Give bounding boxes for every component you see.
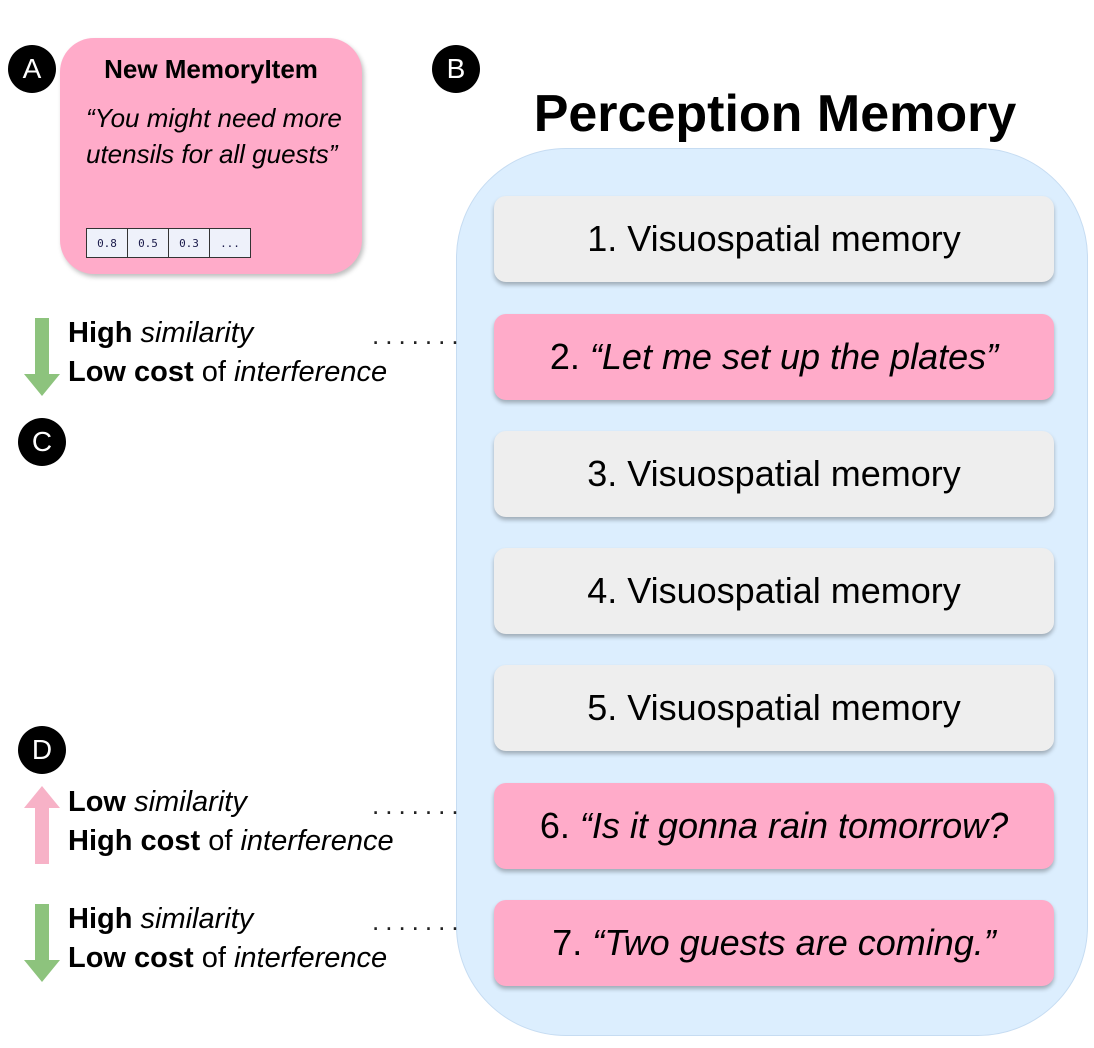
cost-word: interference: [240, 825, 394, 857]
memory-item-2: 2. “Let me set up the plates”: [494, 314, 1054, 400]
memory-item-num: 7.: [552, 922, 583, 963]
arrow-down-icon: [24, 318, 60, 396]
cost-word: interference: [233, 356, 388, 388]
cost-level: Low cost: [68, 356, 194, 388]
memory-item-num: 6.: [539, 805, 570, 846]
cost-of: of: [208, 825, 233, 857]
memory-item-7: 7. “Two guests are coming.”: [494, 900, 1054, 986]
cost-level: High cost: [68, 825, 201, 857]
arrow-down-icon: [24, 904, 60, 982]
dotted-connector: .......: [372, 790, 465, 820]
cost-word: interference: [233, 942, 388, 974]
memory-item-text: Visuospatial memory: [627, 218, 961, 259]
new-memory-item-title: New MemoryItem: [104, 54, 318, 84]
badge-c: C: [18, 418, 66, 466]
memory-item-num: 2.: [549, 336, 580, 377]
similarity-word: similarity: [134, 786, 247, 818]
badge-a: A: [8, 45, 56, 93]
memory-item-4: 4. Visuospatial memory: [494, 548, 1054, 634]
vector-cell: ...: [220, 236, 240, 250]
similarity-level: High: [68, 903, 133, 935]
dotted-connector: .......: [372, 320, 465, 350]
similarity-annotation-3: High similarity Low cost of interference: [68, 900, 387, 978]
cost-of: of: [201, 942, 226, 974]
memory-item-text: Visuospatial memory: [627, 570, 961, 611]
similarity-word: similarity: [140, 317, 254, 349]
memory-item-num: 5.: [587, 687, 618, 728]
vector-cell: 0.3: [169, 229, 210, 257]
memory-item-num: 4.: [587, 570, 618, 611]
embedding-vector: 0.8 0.5 0.3 ...: [86, 228, 251, 258]
vector-cell: 0.8: [87, 229, 128, 257]
vector-cell: 0.5: [128, 229, 169, 257]
arrow-up-icon: [24, 786, 60, 864]
memory-item-3: 3. Visuospatial memory: [494, 431, 1054, 517]
new-memory-item-card: New MemoryItem “You might need more uten…: [60, 38, 362, 274]
memory-item-1: 1. Visuospatial memory: [494, 196, 1054, 282]
cost-of: of: [201, 356, 226, 388]
similarity-level: Low: [68, 786, 126, 818]
memory-item-text: Visuospatial memory: [627, 453, 961, 494]
memory-item-text: “Let me set up the plates”: [589, 336, 999, 377]
similarity-level: High: [68, 317, 133, 349]
memory-item-5: 5. Visuospatial memory: [494, 665, 1054, 751]
memory-item-num: 1.: [587, 218, 618, 259]
dotted-connector: .......: [372, 906, 465, 936]
similarity-annotation-1: High similarity Low cost of interference: [68, 314, 387, 392]
memory-item-text: Visuospatial memory: [627, 687, 961, 728]
similarity-annotation-2: Low similarity High cost of interference: [68, 783, 394, 861]
memory-item-text: “Two guests are coming.”: [592, 922, 996, 963]
badge-d: D: [18, 726, 66, 774]
memory-item-6: 6. “Is it gonna rain tomorrow?: [494, 783, 1054, 869]
perception-memory-title: Perception Memory: [533, 85, 1017, 143]
badge-b: B: [432, 45, 480, 93]
cost-level: Low cost: [68, 942, 194, 974]
memory-item-text: “Is it gonna rain tomorrow?: [579, 805, 1009, 846]
new-memory-item-quote: “You might need more utensils for all gu…: [86, 103, 342, 169]
memory-item-num: 3.: [587, 453, 618, 494]
similarity-word: similarity: [140, 903, 254, 935]
